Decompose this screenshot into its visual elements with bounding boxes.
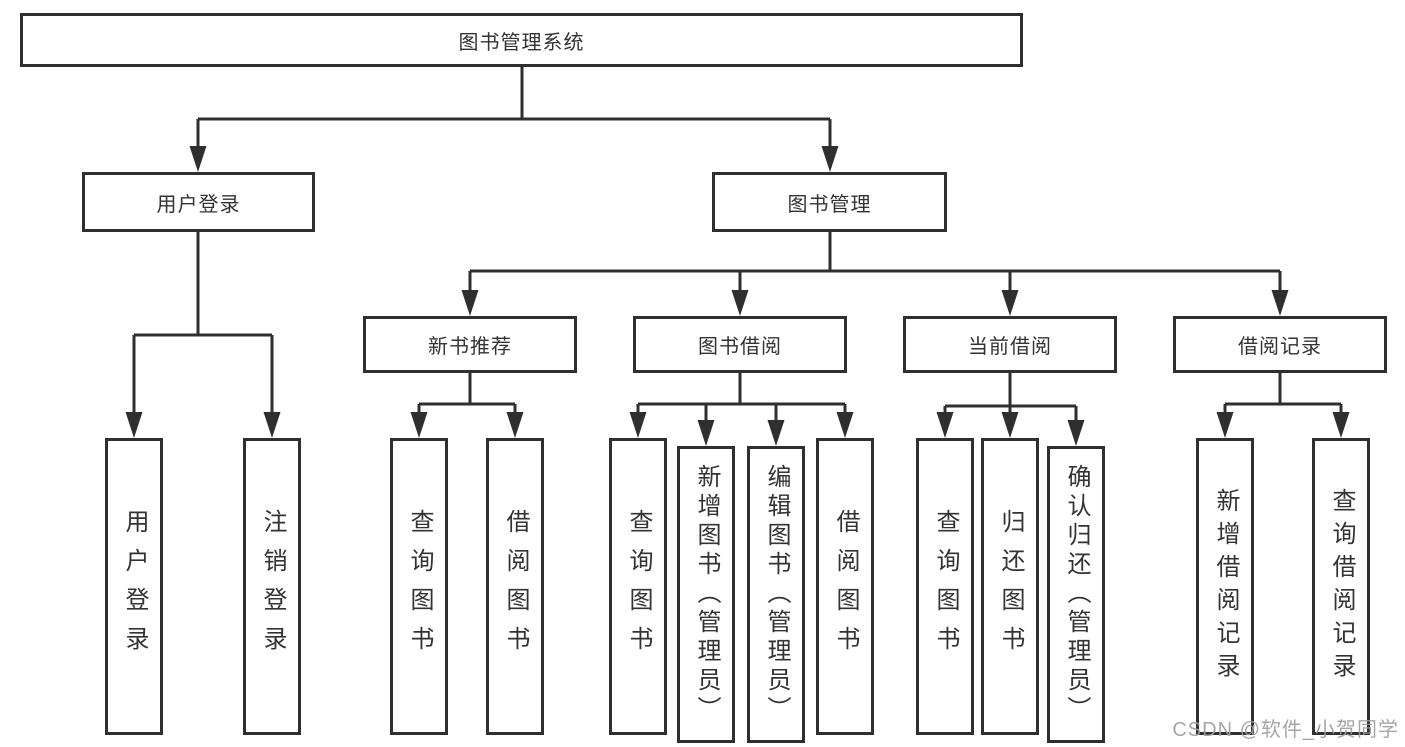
node-new-book-recommendation: 新书推荐 [363, 316, 577, 373]
leaf-logout: 注销登录 [243, 438, 301, 735]
connector-root-to-level2 [189, 67, 839, 172]
leaf-user-login: 用户登录 [105, 438, 163, 735]
node-book-borrowing: 图书借阅 [633, 316, 847, 373]
connector-user-login-group [125, 232, 281, 438]
leaf-borrow-books-recommend: 借阅图书 [486, 438, 544, 735]
node-user-login: 用户登录 [82, 172, 315, 232]
leaf-query-books-recommend: 查询图书 [390, 438, 448, 735]
connector-borrow-records-group [1216, 373, 1350, 438]
leaf-add-borrow-record: 新增借阅记录 [1196, 438, 1254, 735]
node-borrowing-records: 借阅记录 [1173, 316, 1387, 373]
leaf-add-books-admin: 新增图书（管理员） [677, 446, 735, 743]
connector-current-borrow-group [936, 373, 1085, 446]
leaf-borrow-books-borrowing: 借阅图书 [816, 438, 874, 735]
leaf-query-borrow-record: 查询借阅记录 [1312, 438, 1370, 735]
leaf-return-books: 归还图书 [981, 438, 1039, 735]
leaf-query-books-borrowing: 查询图书 [609, 438, 667, 735]
watermark: CSDN @软件_小贺同学 [1172, 719, 1399, 741]
connector-book-borrow-group [629, 373, 854, 446]
node-current-borrowing: 当前借阅 [903, 316, 1117, 373]
leaf-confirm-return-admin: 确认归还（管理员） [1047, 446, 1105, 743]
leaf-edit-books-admin: 编辑图书（管理员） [747, 446, 805, 743]
connector-new-book-group [410, 373, 524, 438]
node-book-management: 图书管理 [712, 172, 947, 232]
node-library-management-system: 图书管理系统 [20, 13, 1023, 67]
connector-book-management-to-level3 [461, 232, 1289, 316]
leaf-query-books-current: 查询图书 [916, 438, 974, 735]
